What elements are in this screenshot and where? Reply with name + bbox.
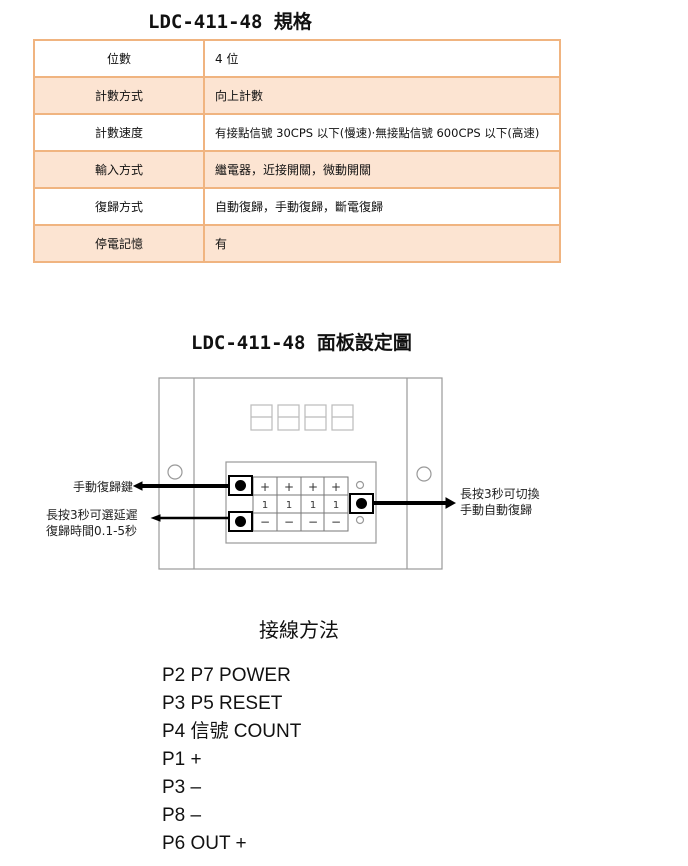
- mode-switch-button[interactable]: [349, 493, 374, 514]
- wiring-title: 接線方法: [259, 618, 339, 642]
- plus-label: +: [284, 480, 294, 494]
- table-row: 復歸方式自動復歸，手動復歸，斷電復歸: [33, 187, 561, 226]
- switch-label-2: 手動自動復歸: [460, 502, 532, 517]
- plus-label: +: [331, 480, 341, 494]
- minus-label: −: [308, 515, 318, 529]
- table-row: 計數方式向上計數: [33, 76, 561, 115]
- wiring-item: P6 OUT +: [162, 833, 247, 854]
- spec-title: LDC-411-48 規格: [148, 11, 312, 33]
- manual-reset-label: 手動復歸鍵: [73, 479, 133, 494]
- spec-value: 有: [203, 224, 561, 263]
- spec-key: 停電記憶: [33, 224, 205, 263]
- led-icon: [355, 515, 365, 525]
- spec-key: 輸入方式: [33, 150, 205, 189]
- dip-grid: [252, 476, 349, 532]
- wiring-item: P4 信號 COUNT: [162, 721, 302, 742]
- seven-segment-display: [250, 404, 354, 431]
- spec-key: 位數: [33, 39, 205, 78]
- wiring-item: P2 P7 POWER: [162, 665, 291, 686]
- minus-label: −: [260, 515, 270, 529]
- wiring-item: P3 –: [162, 777, 202, 798]
- one-label: 1: [262, 500, 268, 511]
- delay-label-2: 復歸時間0.1-5秒: [46, 523, 137, 538]
- delay-label-1: 長按3秒可選延遲: [46, 508, 138, 522]
- minus-label: −: [284, 515, 294, 529]
- panel-frame: [158, 377, 443, 570]
- wiring-item: P1 +: [162, 749, 202, 770]
- switch-label-1: 長按3秒可切換: [460, 487, 540, 501]
- arrow-head-icon: [132, 481, 143, 491]
- spec-value: 向上計數: [203, 76, 561, 115]
- delay-button[interactable]: [228, 511, 253, 532]
- wiring-list: P2 P7 POWER P3 P5 RESET P4 信號 COUNT P1 +…: [162, 662, 301, 858]
- arrow-head-icon: [445, 497, 457, 509]
- mount-hole-icon: [167, 464, 183, 480]
- panel-title: LDC-411-48 面板設定圖: [191, 332, 412, 354]
- mount-hole-icon: [416, 466, 432, 482]
- one-label: 1: [333, 500, 339, 511]
- table-row: 停電記憶有: [33, 224, 561, 263]
- one-label: 1: [286, 500, 292, 511]
- one-label: 1: [310, 500, 316, 511]
- led-icon: [355, 480, 365, 490]
- spec-value: 自動復歸，手動復歸，斷電復歸: [203, 187, 561, 226]
- minus-label: −: [331, 515, 341, 529]
- spec-value: 有接點信號 30CPS 以下(慢速)‧無接點信號 600CPS 以下(高速): [203, 113, 561, 152]
- wiring-item: P3 P5 RESET: [162, 693, 283, 714]
- arrow-head-icon: [150, 514, 161, 522]
- spec-key: 計數速度: [33, 113, 205, 152]
- spec-value: 繼電器，近接開關，微動開關: [203, 150, 561, 189]
- table-row: 輸入方式繼電器，近接開關，微動開關: [33, 150, 561, 189]
- table-row: 計數速度有接點信號 30CPS 以下(慢速)‧無接點信號 600CPS 以下(高…: [33, 113, 561, 152]
- spec-value: 4 位: [203, 39, 561, 78]
- panel-diagram: + + + + 1 1 1 1 − − − − 手動復歸鍵 長按3秒可選延遲 復…: [46, 377, 540, 570]
- wiring-item: P8 –: [162, 805, 202, 826]
- spec-key: 計數方式: [33, 76, 205, 115]
- manual-reset-button[interactable]: [228, 475, 253, 496]
- spec-key: 復歸方式: [33, 187, 205, 226]
- plus-label: +: [308, 480, 318, 494]
- plus-label: +: [260, 480, 270, 494]
